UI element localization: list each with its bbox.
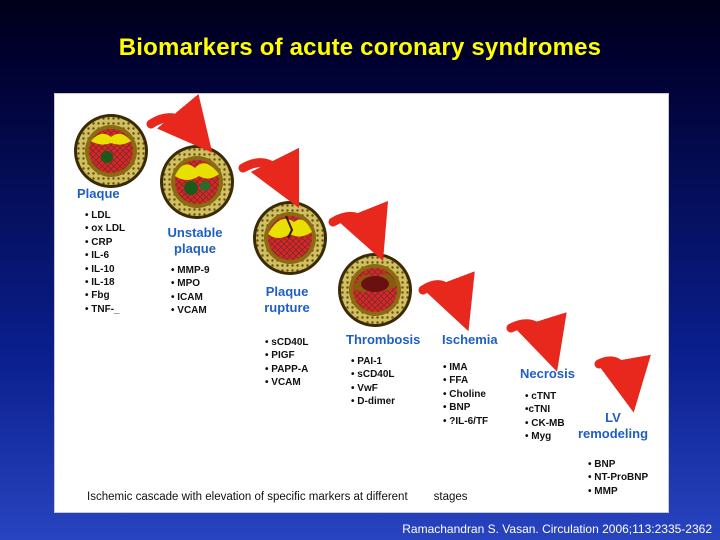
- stage-label-necrosis: Necrosis: [520, 366, 575, 381]
- marker-item: IL-10: [85, 263, 125, 276]
- marker-item: Choline: [443, 388, 488, 401]
- diagram-panel: Plaque LDL ox LDL CRP IL-6 IL-10 IL-18 F…: [54, 93, 669, 513]
- marker-list-plaque-rupture: sCD40L PIGF PAPP-A VCAM: [265, 336, 309, 390]
- marker-item: CRP: [85, 236, 125, 249]
- marker-item: Fbg: [85, 289, 125, 302]
- stage-label-plaque: Plaque: [77, 186, 120, 201]
- stage-label-thrombosis: Thrombosis: [346, 332, 421, 347]
- marker-item: BNP: [588, 458, 648, 471]
- marker-item: MPO: [171, 277, 210, 290]
- diagram-caption: Ischemic cascade with elevation of speci…: [87, 491, 468, 503]
- stage-label-lv-remodeling: LV remodeling: [577, 410, 649, 441]
- marker-item: TNF-_: [85, 303, 125, 316]
- marker-list-thrombosis: PAI-1 sCD40L VwF D-dimer: [351, 355, 395, 409]
- marker-item: PIGF: [265, 349, 309, 362]
- marker-item: ?IL-6/TF: [443, 415, 488, 428]
- plaque-rupture-illustration: [253, 201, 327, 275]
- thrombosis-illustration: [338, 253, 412, 327]
- marker-item: ox LDL: [85, 222, 125, 235]
- marker-item: VCAM: [265, 376, 309, 389]
- stage-label-plaque-rupture: Plaque rupture: [264, 284, 310, 315]
- marker-list-unstable-plaque: MMP-9 MPO ICAM VCAM: [171, 264, 210, 318]
- marker-item: IL-6: [85, 249, 125, 262]
- marker-item: cTNT: [525, 390, 565, 403]
- stage-label-ischemia: Ischemia: [442, 332, 498, 347]
- arrow-1: [146, 94, 213, 153]
- arrow-2: [238, 147, 300, 209]
- marker-item: VCAM: [171, 304, 210, 317]
- marker-item: IMA: [443, 361, 488, 374]
- marker-item: sCD40L: [351, 368, 395, 381]
- arrow-4: [418, 271, 475, 332]
- marker-item: LDL: [85, 209, 125, 222]
- marker-item: ICAM: [171, 291, 210, 304]
- cascade-arrows: [146, 94, 651, 413]
- plaque-illustration: [74, 114, 148, 188]
- marker-item: MMP-9: [171, 264, 209, 277]
- marker-item: FFA: [443, 374, 488, 387]
- marker-item: D-dimer: [351, 395, 395, 408]
- arrow-6: [594, 354, 651, 413]
- marker-item: CK-MB: [525, 417, 564, 430]
- marker-item: •cTNI: [525, 404, 551, 416]
- marker-item: PAPP-A: [265, 363, 309, 376]
- marker-list-necrosis: cTNT •cTNI CK-MB Myg: [525, 390, 565, 444]
- marker-list-plaque: LDL ox LDL CRP IL-6 IL-10 IL-18 Fbg TNF-…: [85, 209, 125, 316]
- stage-label-unstable-plaque: Unstable plaque: [167, 225, 223, 256]
- marker-item: Myg: [525, 430, 565, 443]
- marker-list-ischemia: IMA FFA Choline BNP ?IL-6/TF: [443, 361, 488, 428]
- marker-item: MMP: [588, 485, 648, 498]
- slide-title: Biomarkers of acute coronary syndromes: [118, 34, 602, 61]
- arrow-5: [506, 312, 567, 372]
- ischemic-cascade-diagram: [74, 94, 651, 413]
- marker-item: BNP: [443, 401, 488, 414]
- unstable-plaque-illustration: [160, 145, 234, 219]
- arrow-3: [328, 200, 389, 262]
- marker-list-lv-remodeling: BNP NT-ProBNP MMP: [588, 458, 648, 498]
- marker-item: IL-18: [85, 276, 125, 289]
- marker-item: NT-ProBNP: [588, 471, 648, 484]
- marker-item: VwF: [351, 382, 395, 395]
- citation: Ramachandran S. Vasan. Circulation 2006;…: [402, 522, 712, 536]
- marker-item: PAI-1: [351, 355, 395, 368]
- marker-item: sCD40L: [265, 336, 308, 349]
